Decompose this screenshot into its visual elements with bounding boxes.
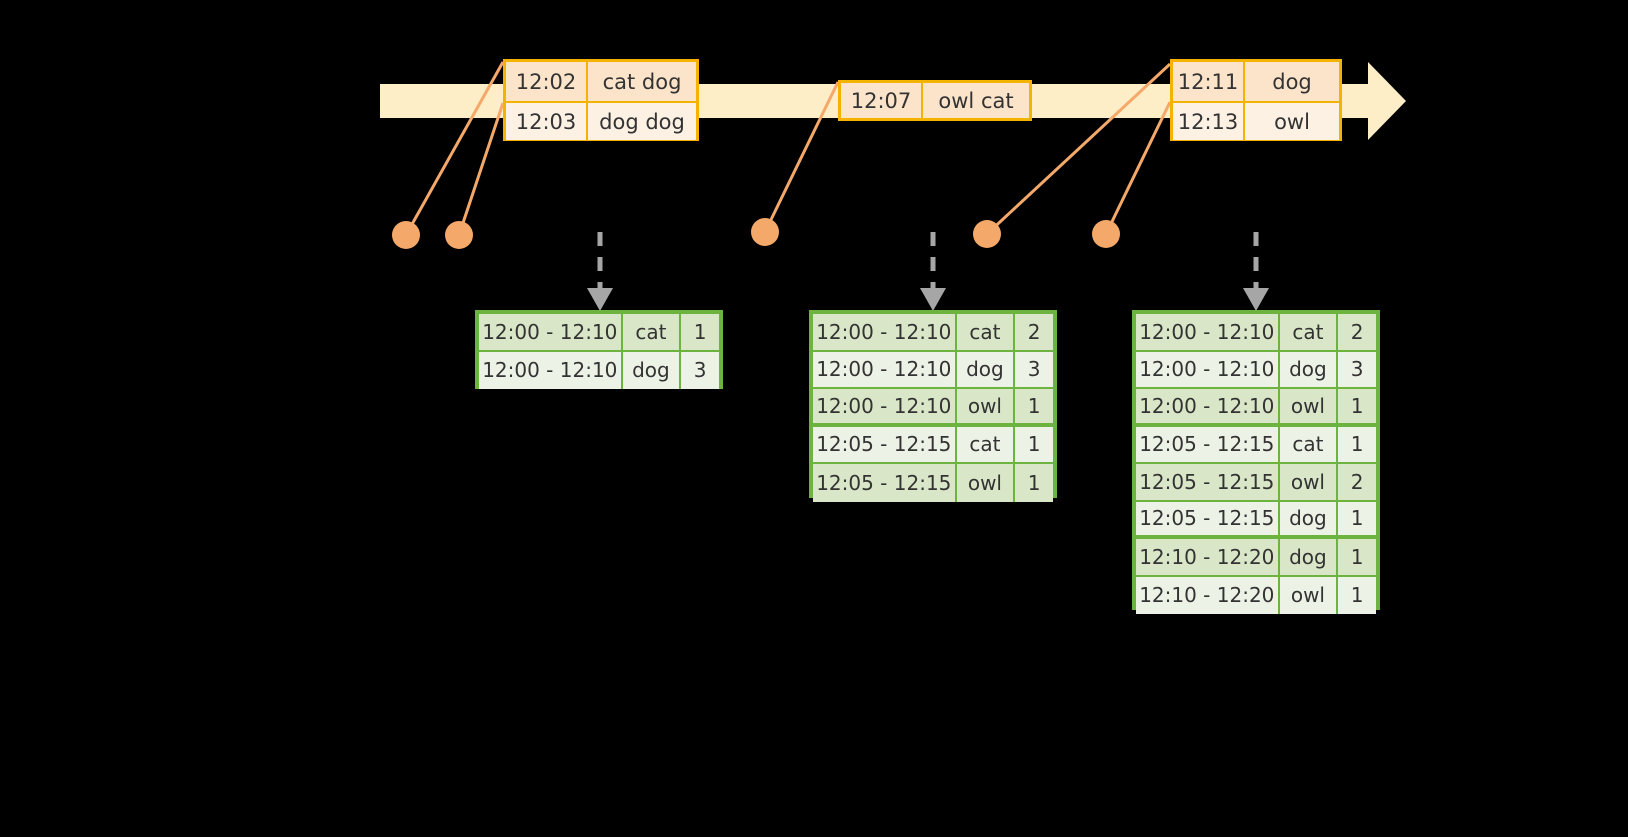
event-value: cat dog — [588, 62, 696, 101]
cell-window: 12:00 - 12:10 — [1136, 389, 1280, 427]
cell-window: 12:10 - 12:20 — [1136, 576, 1280, 614]
event-marker-5 — [1092, 220, 1120, 248]
cell-key: cat — [1279, 314, 1339, 352]
flow-arrows — [587, 232, 1269, 311]
event-time: 12:13 — [1173, 103, 1245, 140]
event-value: dog — [1245, 62, 1339, 101]
table-row: 12:00 - 12:10 owl 1 — [1136, 389, 1376, 427]
cell-window: 12:05 - 12:15 — [1136, 501, 1280, 539]
cell-count: 3 — [681, 351, 719, 389]
cell-key: owl — [1279, 576, 1339, 614]
cell-window: 12:05 - 12:15 — [1136, 464, 1280, 502]
cell-key: owl — [956, 464, 1016, 502]
cell-key: dog — [956, 351, 1016, 389]
cell-count: 1 — [1338, 501, 1376, 539]
event-time: 12:02 — [506, 62, 588, 101]
cell-window: 12:00 - 12:10 — [479, 351, 623, 389]
cell-count: 1 — [1338, 426, 1376, 464]
result-table-1: 12:00 - 12:10 cat 1 12:00 - 12:10 dog 3 — [475, 310, 723, 389]
flow-arrow-1 — [587, 232, 613, 311]
connector-5 — [1104, 101, 1172, 235]
cell-count: 2 — [1338, 464, 1376, 502]
event-row: 12:11 dog — [1173, 62, 1339, 101]
table-row: 12:10 - 12:20 dog 1 — [1136, 539, 1376, 577]
event-marker-4 — [973, 220, 1001, 248]
table-row: 12:05 - 12:15 cat 1 — [813, 426, 1053, 464]
table-row: 12:00 - 12:10 cat 2 — [1136, 314, 1376, 352]
event-markers — [392, 218, 1120, 249]
cell-window: 12:00 - 12:10 — [813, 351, 957, 389]
cell-count: 3 — [1338, 351, 1376, 389]
cell-key: owl — [956, 389, 1016, 427]
event-row: 12:07 owl cat — [841, 83, 1029, 118]
cell-count: 2 — [1338, 314, 1376, 352]
event-group-3: 12:11 dog 12:13 owl — [1170, 59, 1342, 141]
table-row: 12:05 - 12:15 owl 2 — [1136, 464, 1376, 502]
cell-window: 12:05 - 12:15 — [813, 464, 957, 502]
cell-key: dog — [1279, 501, 1339, 539]
cell-window: 12:00 - 12:10 — [1136, 314, 1280, 352]
event-value: owl cat — [923, 83, 1029, 118]
table-row: 12:05 - 12:15 dog 1 — [1136, 501, 1376, 539]
cell-count: 2 — [1015, 314, 1053, 352]
cell-count: 1 — [1015, 426, 1053, 464]
cell-window: 12:00 - 12:10 — [1136, 351, 1280, 389]
cell-count: 1 — [1338, 539, 1376, 577]
table-row: 12:00 - 12:10 owl 1 — [813, 389, 1053, 427]
event-group-2: 12:07 owl cat — [838, 80, 1032, 121]
cell-window: 12:10 - 12:20 — [1136, 539, 1280, 577]
event-row: 12:13 owl — [1173, 101, 1339, 140]
cell-key: owl — [1279, 389, 1339, 427]
table-row: 12:05 - 12:15 cat 1 — [1136, 426, 1376, 464]
event-time: 12:07 — [841, 83, 923, 118]
cell-key: dog — [1279, 539, 1339, 577]
cell-key: cat — [956, 426, 1016, 464]
result-table-3: 12:00 - 12:10 cat 2 12:00 - 12:10 dog 3 … — [1132, 310, 1380, 614]
cell-count: 3 — [1015, 351, 1053, 389]
flow-arrow-2 — [920, 232, 946, 311]
table-row: 12:10 - 12:20 owl 1 — [1136, 576, 1376, 614]
table-row: 12:00 - 12:10 cat 2 — [813, 314, 1053, 352]
cell-key: cat — [956, 314, 1016, 352]
event-row: 12:03 dog dog — [506, 101, 696, 140]
result-table-2: 12:00 - 12:10 cat 2 12:00 - 12:10 dog 3 … — [809, 310, 1057, 502]
flow-arrow-3 — [1243, 232, 1269, 311]
cell-window: 12:00 - 12:10 — [813, 389, 957, 427]
event-marker-1 — [392, 221, 420, 249]
event-marker-2 — [445, 221, 473, 249]
cell-window: 12:05 - 12:15 — [813, 426, 957, 464]
cell-count: 1 — [1015, 389, 1053, 427]
event-row: 12:02 cat dog — [506, 62, 696, 101]
cell-count: 1 — [1338, 389, 1376, 427]
table-row: 12:00 - 12:10 dog 3 — [1136, 351, 1376, 389]
connector-1 — [404, 61, 505, 236]
cell-count: 1 — [1338, 576, 1376, 614]
cell-key: owl — [1279, 464, 1339, 502]
cell-key: dog — [1279, 351, 1339, 389]
cell-window: 12:00 - 12:10 — [813, 314, 957, 352]
event-time: 12:11 — [1173, 62, 1245, 101]
cell-key: dog — [622, 351, 682, 389]
event-marker-3 — [751, 218, 779, 246]
table-row: 12:05 - 12:15 owl 1 — [813, 464, 1053, 502]
event-value: dog dog — [588, 103, 696, 140]
cell-count: 1 — [681, 314, 719, 352]
connector-2 — [457, 102, 505, 236]
cell-window: 12:05 - 12:15 — [1136, 426, 1280, 464]
event-time: 12:03 — [506, 103, 588, 140]
event-group-1: 12:02 cat dog 12:03 dog dog — [503, 59, 699, 141]
cell-key: cat — [1279, 426, 1339, 464]
event-value: owl — [1245, 103, 1339, 140]
cell-window: 12:00 - 12:10 — [479, 314, 623, 352]
table-row: 12:00 - 12:10 dog 3 — [813, 351, 1053, 389]
connector-3 — [763, 81, 840, 233]
table-row: 12:00 - 12:10 cat 1 — [479, 314, 719, 352]
cell-key: cat — [622, 314, 682, 352]
table-row: 12:00 - 12:10 dog 3 — [479, 351, 719, 389]
cell-count: 1 — [1015, 464, 1053, 502]
